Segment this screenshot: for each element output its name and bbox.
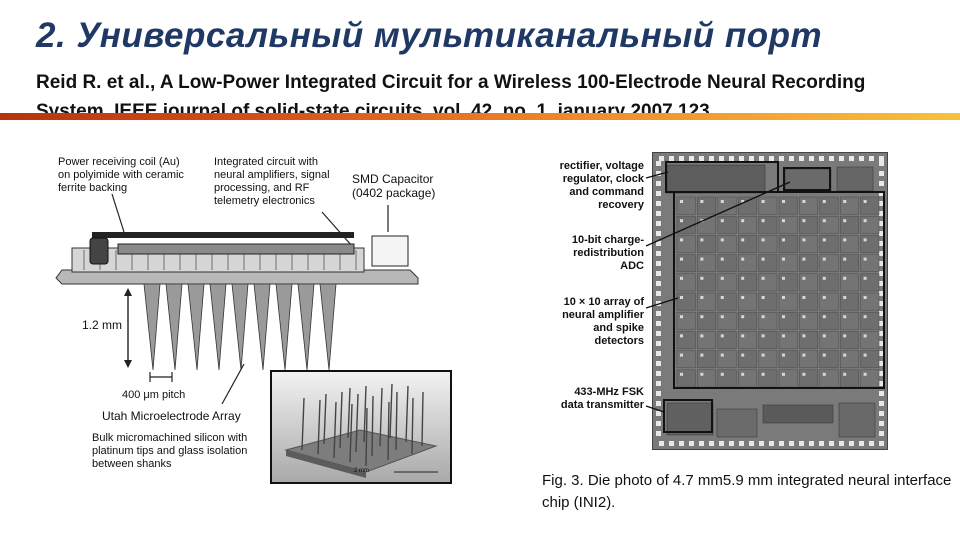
height-label: 1.2 mm	[82, 318, 123, 332]
die-photo-image	[653, 153, 887, 449]
fsk-label: 433-MHz FSK data transmitter	[560, 386, 644, 411]
array-description: Bulk micromachined silicon with platinum…	[92, 432, 248, 470]
coil-label: Power receiving coil (Au) on polyimide w…	[58, 156, 184, 194]
scale-bar-label: 2 mm	[354, 468, 369, 474]
adc-label: 10-bit charge- redistribution ADC	[571, 234, 644, 272]
device-cross-section	[55, 193, 419, 405]
pitch-label: 400 μm pitch	[122, 389, 186, 401]
figure-caption: Fig. 3. Die photo of 4.7 mm5.9 mm integr…	[542, 472, 952, 511]
array-amplifier-label: 10 × 10 array of neural amplifier and sp…	[562, 296, 644, 347]
rectifier-label: rectifier, voltage regulator, clock and …	[559, 160, 644, 211]
array-photo: 2 mm	[270, 370, 452, 484]
array-label: Utah Microelectrode Array	[102, 409, 241, 423]
slide-title: 2. Универсальный мультиканальный порт	[36, 16, 823, 55]
title-divider	[0, 113, 960, 120]
array-photo-image	[272, 372, 450, 482]
smd-label: SMD Capacitor (0402 package)	[352, 172, 436, 200]
device-diagram: Power receiving coil (Au) on polyimide w…	[55, 156, 452, 484]
die-photo	[652, 152, 888, 450]
ic-label: Integrated circuit with neural amplifier…	[214, 156, 330, 207]
die-photo-figure: rectifier, voltage regulator, clock and …	[540, 150, 960, 470]
